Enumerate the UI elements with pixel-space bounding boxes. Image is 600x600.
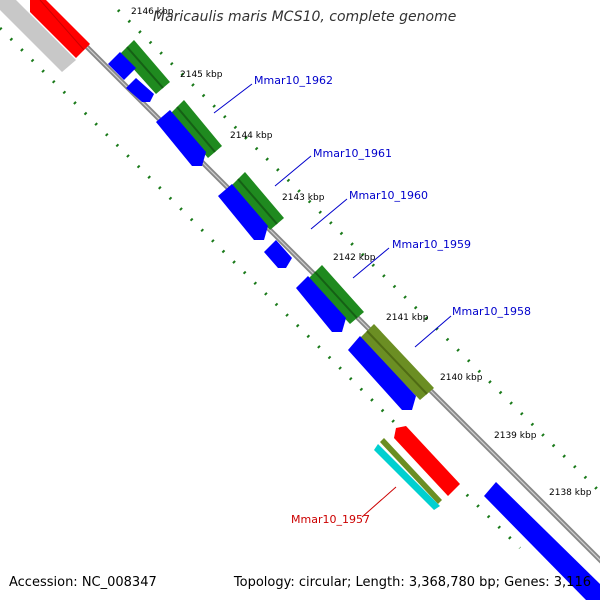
feature-grey	[0, 0, 76, 72]
tick-track-outer	[116, 8, 600, 494]
gene-label-1959: Mmar10_1959	[392, 238, 471, 251]
scale-label-2143: 2143 kbp	[282, 193, 325, 203]
map-title: Maricaulis maris MCS10, complete genome	[153, 9, 457, 25]
scale-label-2139: 2139 kbp	[494, 431, 537, 441]
gene-blue-3	[218, 184, 268, 240]
gene-red-lower	[394, 426, 460, 496]
gene-label-1957: Mmar10_1957	[291, 513, 370, 526]
label-leader-red	[361, 486, 397, 518]
scale-label-2140: 2140 kbp	[440, 373, 483, 383]
gene-blue-6	[484, 482, 600, 600]
accession-label: Accession: NC_008347	[9, 575, 157, 590]
scale-label-2146: 2146 kbp	[131, 7, 174, 17]
genome-summary: Topology: circular; Length: 3,368,780 bp…	[233, 575, 591, 590]
gene-label-1960: Mmar10_1960	[349, 189, 428, 202]
gene-label-1958: Mmar10_1958	[452, 305, 531, 318]
gene-label-1961: Mmar10_1961	[313, 147, 392, 160]
scale-label-2144: 2144 kbp	[230, 131, 273, 141]
scale-label-2142: 2142 kbp	[333, 253, 376, 263]
gene-label-1962: Mmar10_1962	[254, 74, 333, 87]
gene-labels: Mmar10_1962 Mmar10_1961 Mmar10_1960 Mmar…	[254, 74, 531, 526]
gene-blue-1a	[108, 52, 136, 80]
gene-blue-1b	[126, 78, 154, 102]
label-leader-lines	[213, 83, 452, 348]
gene-blue-5	[348, 336, 416, 410]
gene-blue-2	[156, 110, 206, 166]
gene-blue-4	[296, 276, 346, 332]
gene-olive-2	[380, 438, 442, 504]
scale-label-2145: 2145 kbp	[180, 70, 223, 80]
scale-labels: 2146 kbp 2145 kbp 2144 kbp 2143 kbp 2142…	[131, 7, 592, 498]
gene-red-top	[30, 0, 90, 58]
scale-label-2141: 2141 kbp	[386, 313, 429, 323]
gene-blue-3b	[264, 240, 292, 268]
scale-label-2138: 2138 kbp	[549, 488, 592, 498]
gene-cyan	[374, 444, 440, 510]
